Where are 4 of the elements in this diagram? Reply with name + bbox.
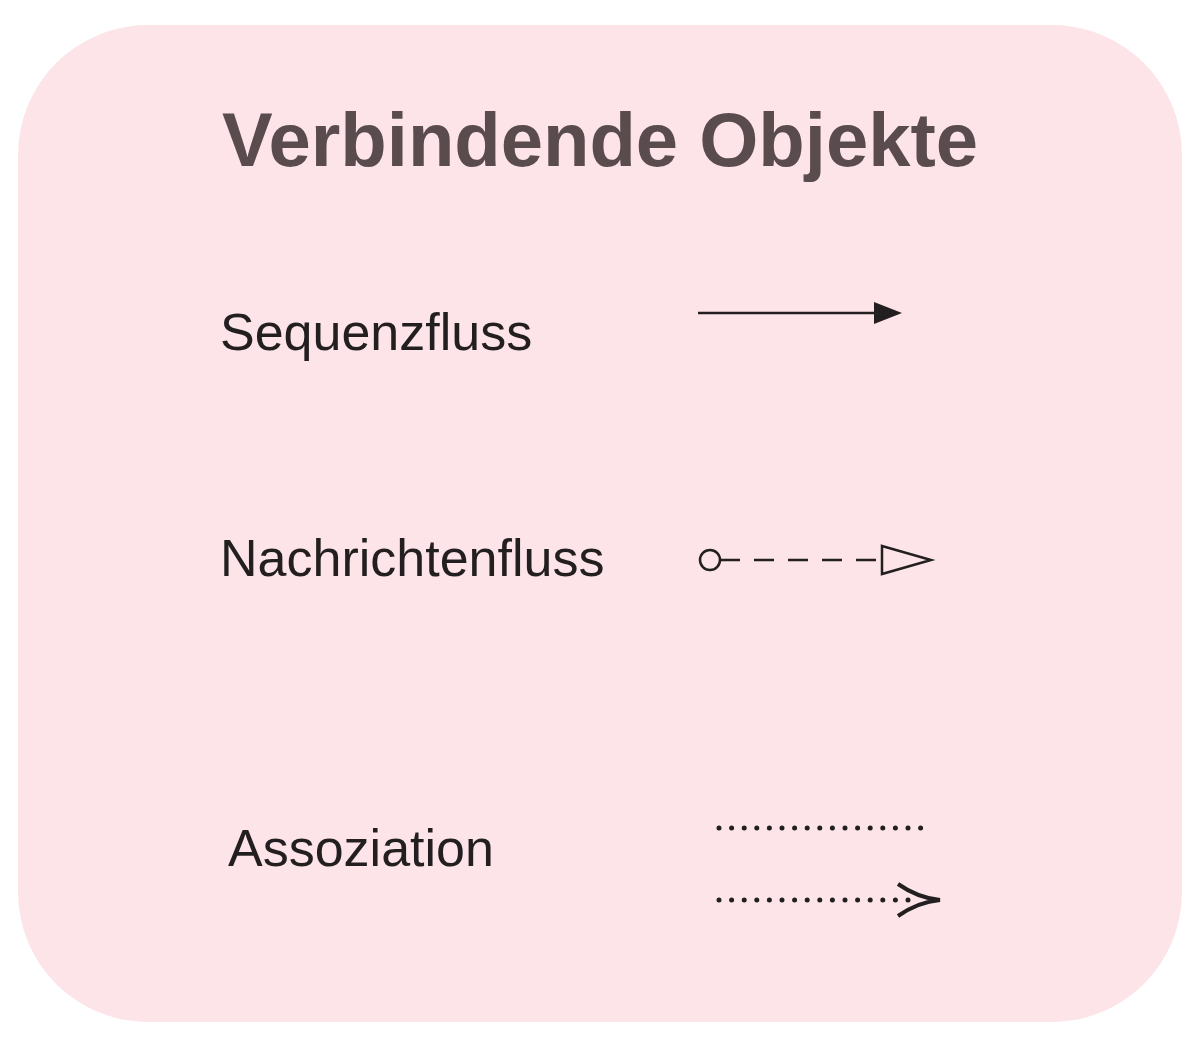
legend-label: Sequenzfluss (220, 302, 533, 362)
legend-label: Assoziation (228, 818, 494, 878)
legend-label: Nachrichtenfluss (220, 528, 605, 588)
title: Verbindende Objekte (221, 96, 979, 184)
